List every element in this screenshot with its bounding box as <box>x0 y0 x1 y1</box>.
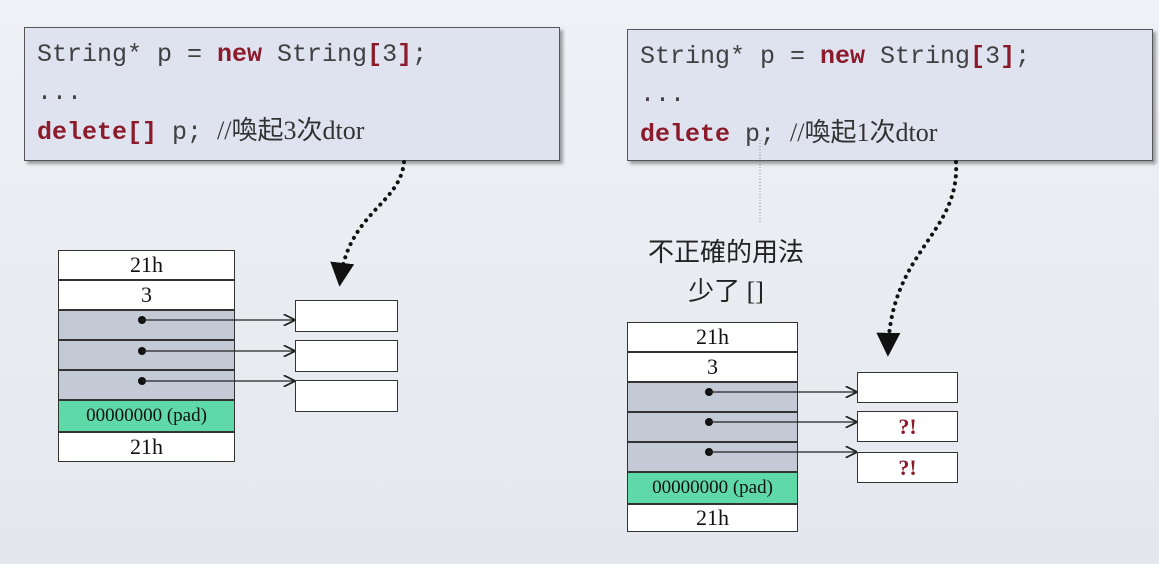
left-code-box: String* p = new String[3]; ... delete[] … <box>24 27 560 161</box>
left-code-line-1: String* p = new String[3]; <box>37 40 428 69</box>
note-line-2: 少了 [] <box>688 277 764 306</box>
left-mem-count: 3 <box>58 280 235 310</box>
incorrect-usage-note: 不正確的用法 少了 [] <box>616 232 836 308</box>
right-mem-cookie-top: 21h <box>627 322 798 352</box>
right-pointer-arrows <box>705 388 856 456</box>
right-code-line-3: delete p; //喚起1次dtor <box>640 118 938 149</box>
left-string-object-3 <box>295 380 398 412</box>
right-dtor-dotted-arrow <box>876 160 959 357</box>
left-string-object-1 <box>295 300 398 332</box>
right-mem-pad: 00000000 (pad) <box>627 472 798 504</box>
right-mem-ptr-3 <box>627 442 798 472</box>
right-mem-cookie-bottom: 21h <box>627 504 798 532</box>
left-mem-ptr-2 <box>58 340 235 370</box>
right-mem-ptr-2 <box>627 412 798 442</box>
left-mem-ptr-3 <box>58 370 235 400</box>
right-string-object-2: ?! <box>857 411 958 442</box>
note-line-1: 不正確的用法 <box>647 238 804 267</box>
left-code-line-2: ... <box>37 78 83 107</box>
left-code-line-3: delete[] p; //喚起3次dtor <box>37 116 365 147</box>
left-mem-cookie-bottom: 21h <box>58 432 235 462</box>
right-string-object-1 <box>857 372 958 403</box>
left-string-object-2 <box>295 340 398 372</box>
right-code-box: String* p = new String[3]; ... delete p;… <box>627 29 1153 161</box>
left-mem-pad: 00000000 (pad) <box>58 400 235 432</box>
right-code-line-1: String* p = new String[3]; <box>640 42 1031 71</box>
right-mem-ptr-1 <box>627 382 798 412</box>
right-mem-count: 3 <box>627 352 798 382</box>
left-mem-ptr-1 <box>58 310 235 340</box>
right-code-line-2: ... <box>640 80 686 109</box>
left-pointer-arrows <box>138 316 294 385</box>
left-mem-cookie-top: 21h <box>58 250 235 280</box>
left-dtor-dotted-arrow <box>330 160 406 287</box>
right-string-object-3: ?! <box>857 452 958 483</box>
